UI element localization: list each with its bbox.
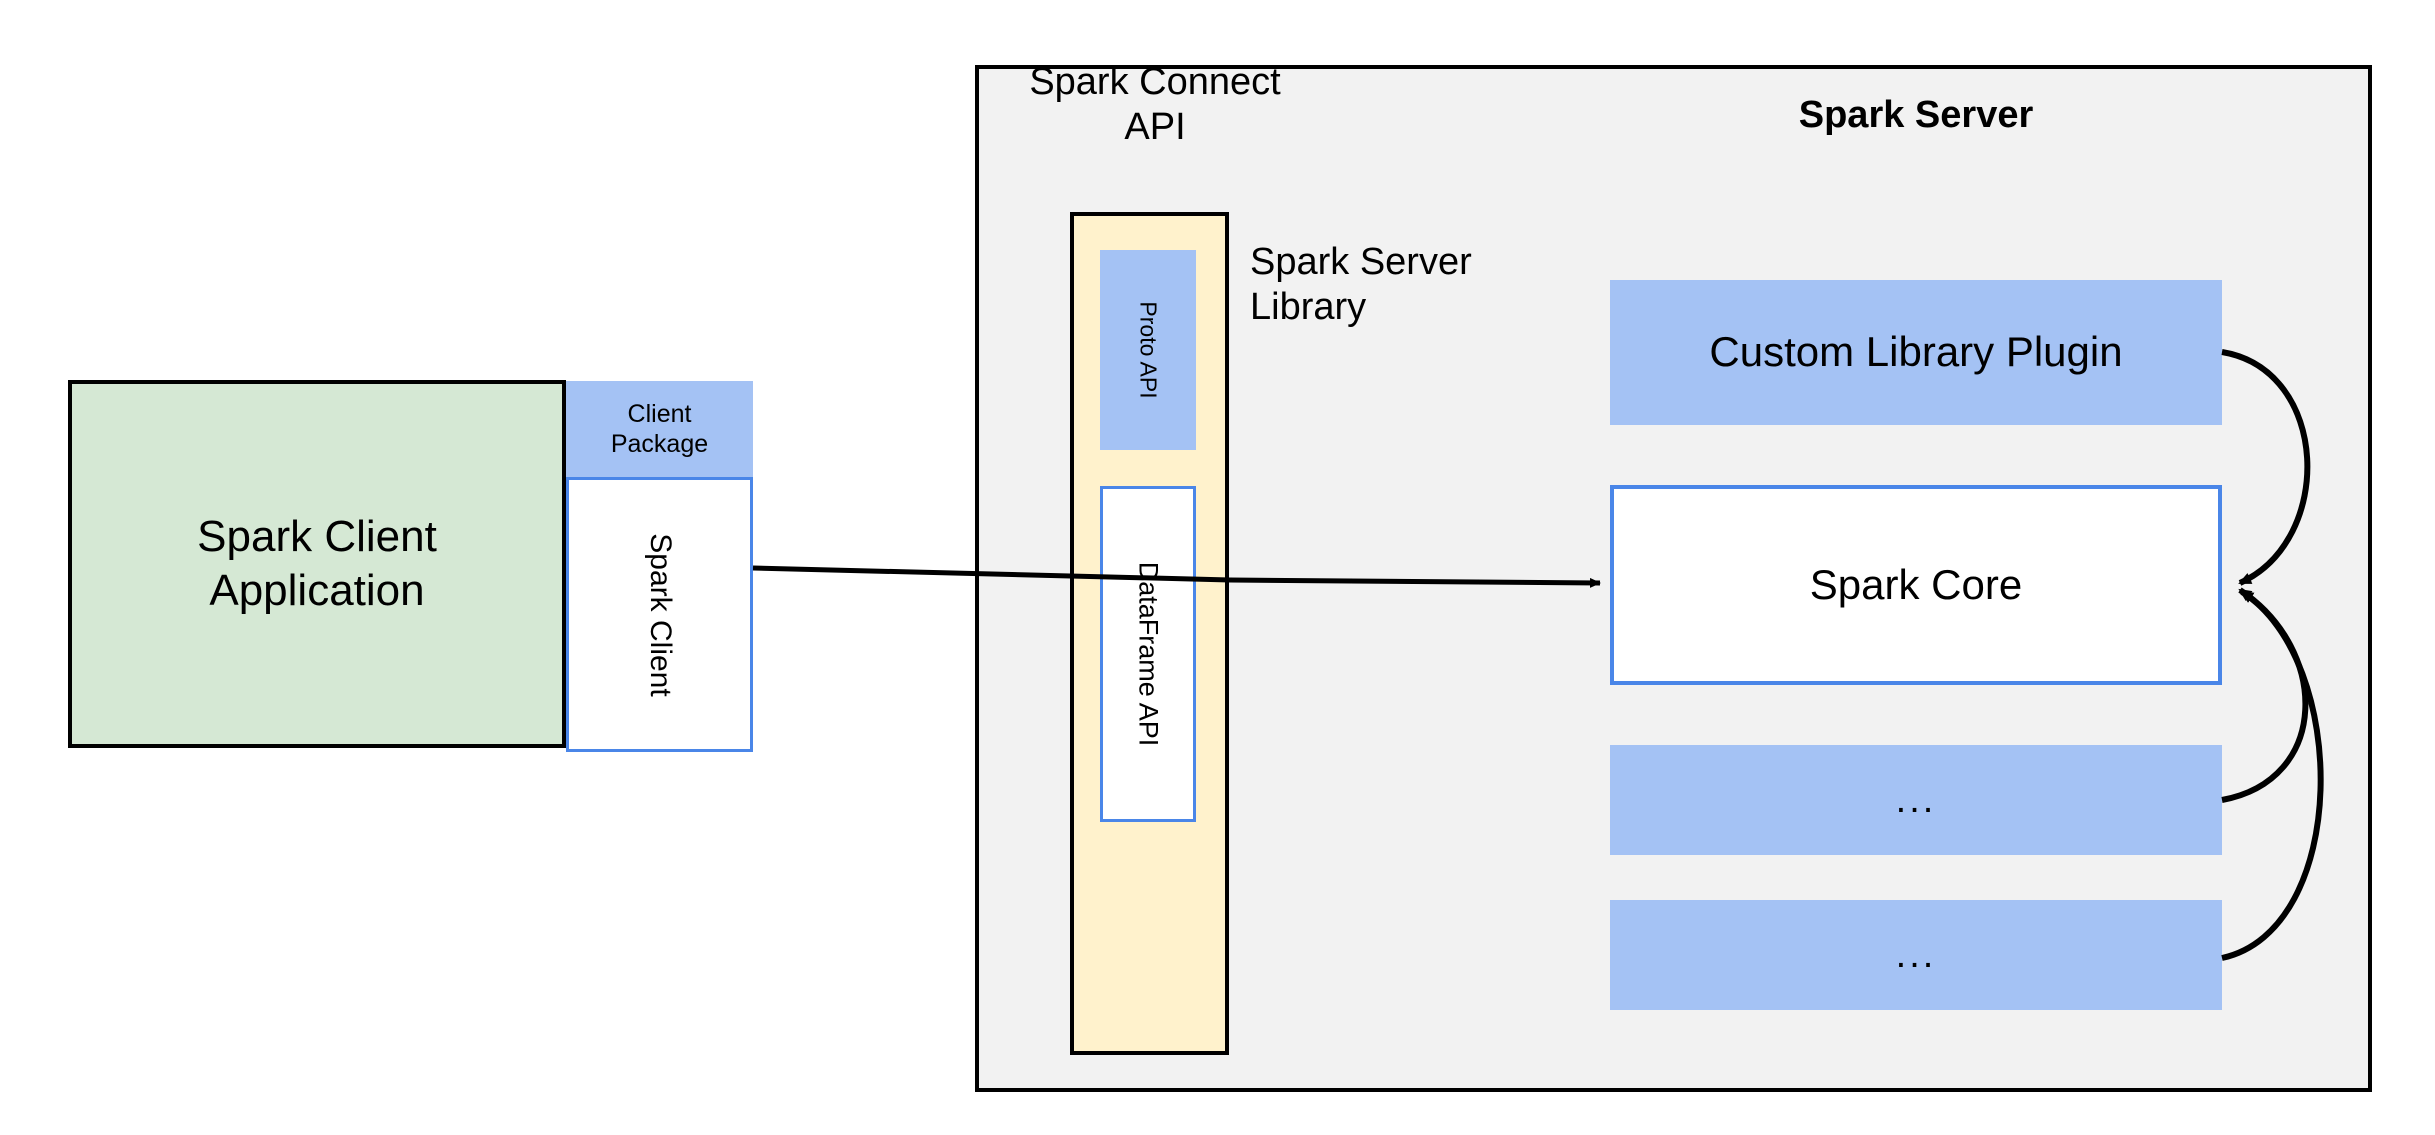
proto-api-label: Proto API — [1135, 301, 1162, 399]
spark-core-box[interactable]: Spark Core — [1610, 485, 2222, 685]
proto-api-box[interactable]: Proto API — [1100, 250, 1196, 450]
spark-client-label: Spark Client — [643, 532, 677, 697]
spark-server-title: Spark Server — [1798, 93, 2034, 136]
spark-server-library-label: Spark Server Library — [1250, 241, 1472, 328]
dataframe-api-label: DataFrame API — [1133, 561, 1164, 747]
spark-client-box[interactable]: Spark Client — [566, 477, 753, 752]
placeholder-box-one[interactable]: ... — [1610, 745, 2222, 855]
spark-client-application-box[interactable]: Spark Client Application — [68, 380, 566, 748]
dataframe-api-box[interactable]: DataFrame API — [1100, 486, 1196, 822]
placeholder-box-two[interactable]: ... — [1610, 900, 2222, 1010]
spark-connect-api-label: Spark Connect API — [1029, 61, 1281, 148]
client-package-box[interactable]: Client Package — [566, 381, 753, 477]
custom-library-plugin-box[interactable]: Custom Library Plugin — [1610, 280, 2222, 425]
